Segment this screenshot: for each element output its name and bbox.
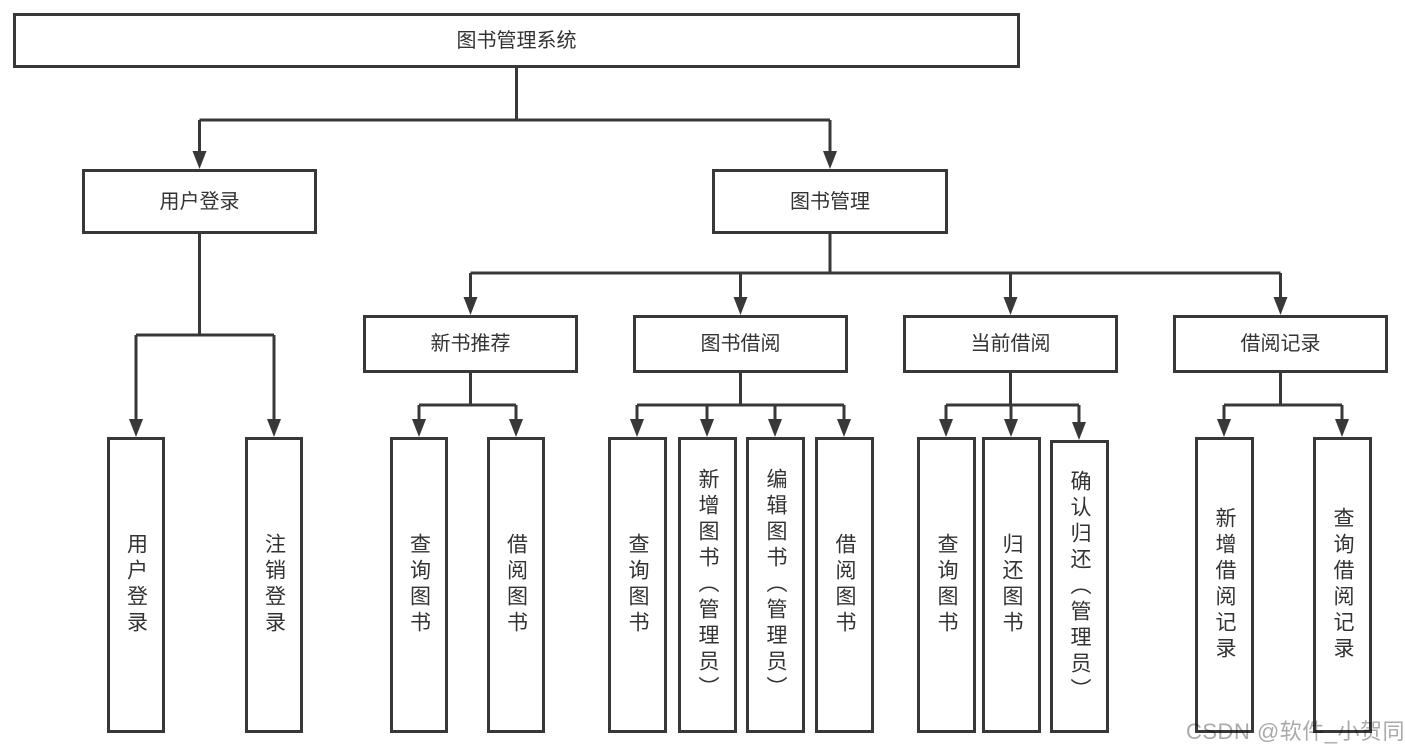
connector-userlogin-to-children [134, 234, 276, 421]
node-leaf-query-book-2: 查询图书 [608, 437, 667, 733]
connector-borrow-to-children [635, 373, 846, 421]
node-leaf-query-book-3: 查询图书 [917, 437, 976, 733]
connector-root-to-level2 [198, 68, 832, 153]
node-borrow-records: 借阅记录 [1173, 315, 1388, 373]
node-leaf-confirm-return-admin: 确认归还（管理员） [1050, 440, 1109, 733]
node-leaf-query-borrow-record: 查询借阅记录 [1313, 437, 1372, 733]
node-leaf-borrow-book-1: 借阅图书 [487, 437, 545, 733]
node-leaf-query-book-1: 查询图书 [390, 437, 448, 733]
connector-bookmgmt-to-level3 [469, 234, 1282, 299]
connector-current-to-children [944, 373, 1081, 424]
node-leaf-edit-book-admin: 编辑图书（管理员） [746, 437, 805, 733]
connector-records-to-children [1222, 373, 1344, 421]
node-new-book-recommend: 新书推荐 [363, 315, 578, 373]
arrowhead [192, 151, 207, 169]
arrowhead [1273, 297, 1288, 315]
arrowhead [412, 419, 426, 437]
arrowhead [630, 419, 644, 437]
node-leaf-user-login: 用户登录 [107, 437, 165, 733]
arrowhead [463, 297, 478, 315]
arrowhead [1072, 422, 1086, 440]
node-leaf-borrow-book-2: 借阅图书 [815, 437, 874, 733]
arrowhead [1003, 297, 1018, 315]
arrowhead [837, 419, 851, 437]
csdn-watermark: CSDN @软件_小贺同学 [1186, 719, 1405, 744]
node-root-system: 图书管理系统 [13, 13, 1020, 68]
arrowhead [1335, 419, 1349, 437]
node-leaf-logout: 注销登录 [245, 437, 303, 733]
arrowhead [733, 297, 748, 315]
arrowhead [768, 419, 782, 437]
arrowhead [509, 419, 523, 437]
node-leaf-add-borrow-record: 新增借阅记录 [1195, 437, 1254, 733]
arrowhead [823, 151, 837, 169]
node-book-borrow: 图书借阅 [633, 315, 848, 373]
node-user-login: 用户登录 [82, 169, 317, 234]
node-book-management: 图书管理 [712, 169, 948, 234]
arrowhead [1004, 419, 1018, 437]
node-leaf-add-book-admin: 新增图书（管理员） [678, 437, 737, 733]
connector-newbook-to-children [417, 373, 518, 421]
arrowhead [939, 419, 953, 437]
node-current-borrow: 当前借阅 [903, 315, 1118, 373]
arrowhead [700, 419, 714, 437]
node-leaf-return-book: 归还图书 [982, 437, 1041, 733]
arrowhead [129, 419, 143, 437]
arrowhead [267, 419, 281, 437]
arrowhead [1217, 419, 1231, 437]
